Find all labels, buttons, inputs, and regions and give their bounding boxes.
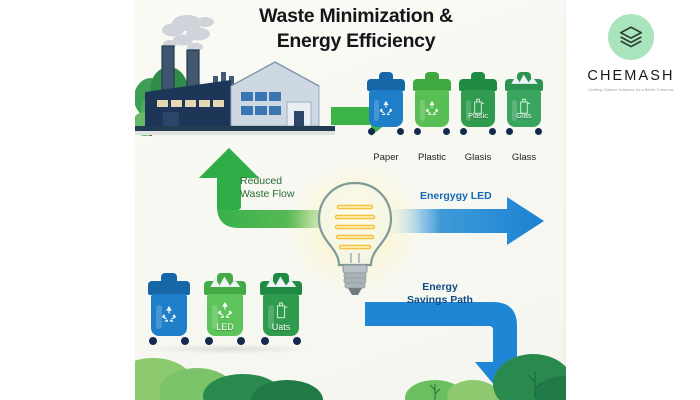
logo-tagline: Crafting Cleaner Solutions for a Better …	[588, 88, 674, 92]
bin-highlight	[373, 99, 380, 122]
lightbulb-icon	[317, 181, 393, 295]
recycle-icon	[161, 306, 177, 322]
bin-body: Uats	[262, 294, 300, 337]
bin-wheel	[180, 337, 190, 346]
bin-caption-paper: Paper	[373, 152, 399, 163]
bins-shadow	[143, 344, 313, 354]
bin-wheel	[505, 127, 514, 136]
bin-badge: Uats	[271, 321, 291, 332]
bin-highlight	[267, 304, 274, 330]
bin-lid	[505, 79, 543, 91]
bin-body: LED	[206, 294, 244, 337]
page-title-line2: Energy Efficiency	[276, 30, 436, 52]
bin-wheel	[292, 337, 302, 346]
energy-led-label: Energygy LED	[420, 190, 492, 202]
energy-led-arrow	[385, 197, 544, 245]
reduced-waste-arrow	[199, 148, 377, 228]
bottle-icon	[474, 98, 484, 114]
overflow-waste-icon	[209, 276, 241, 288]
recycle-icon	[425, 100, 439, 115]
bin-badge: Glas	[516, 110, 532, 120]
bin-wheel	[442, 127, 451, 136]
bin-body: Glas	[507, 90, 541, 128]
bin-wheel	[459, 127, 468, 136]
logo-circle	[608, 14, 654, 60]
bin-wheel	[204, 337, 214, 346]
bin-wheel	[488, 127, 497, 136]
recycle-icon	[379, 100, 393, 115]
bin-wheel	[367, 127, 376, 136]
bin-lid	[367, 79, 405, 91]
bin-badge: LED	[216, 321, 234, 332]
bin-bottom-blue[interactable]	[148, 272, 190, 346]
bin-glass[interactable]: Glas	[505, 71, 543, 136]
layers-icon	[619, 26, 643, 48]
bin-handle	[379, 71, 393, 80]
bin-lid	[459, 79, 497, 91]
bin-caption-glasis: Glasis	[464, 152, 492, 163]
overflow-waste-icon	[510, 74, 538, 84]
bin-paper[interactable]	[367, 71, 405, 136]
bin-plastic[interactable]	[413, 71, 451, 136]
bin-lid	[148, 281, 190, 295]
bin-bottom-led[interactable]: LED	[204, 272, 246, 346]
energy-savings-arrow	[365, 302, 535, 398]
page-title: Waste Minimization & Energy Efficiency	[231, 4, 481, 54]
logo-brand-name: CHEMASH	[587, 68, 675, 84]
bin-wheel	[413, 127, 422, 136]
brand-logo[interactable]: CHEMASH Crafting Cleaner Solutions for a…	[576, 14, 686, 92]
bin-wheel	[148, 337, 158, 346]
bin-caption-plastic: Plastic	[418, 152, 446, 163]
foliage-bottom	[135, 354, 566, 400]
bin-handle	[217, 272, 233, 282]
bin-handle	[273, 272, 289, 282]
smoke-icon	[162, 15, 214, 52]
bin-wheel	[260, 337, 270, 346]
bottle-icon	[520, 98, 530, 114]
bin-body	[369, 90, 403, 128]
recycle-icon	[217, 301, 233, 318]
bin-wheel	[396, 127, 405, 136]
bin-wheel	[236, 337, 246, 346]
energy-savings-label: Energy Savings Path	[390, 281, 490, 307]
bin-badge: Plasic	[467, 110, 488, 120]
bin-glasis[interactable]: Plasic	[459, 71, 497, 136]
reduced-waste-label-line1: Reduced	[240, 175, 283, 187]
bin-highlight	[511, 99, 518, 122]
bin-body	[415, 90, 449, 128]
bin-body	[150, 294, 188, 337]
bin-highlight	[211, 304, 218, 330]
energy-savings-label-line1: Energy	[422, 281, 458, 293]
bin-handle	[161, 272, 177, 282]
page-title-line1: Waste Minimization &	[259, 5, 453, 27]
bin-highlight	[155, 304, 162, 330]
illustration-canvas: Paper Plastic	[135, 0, 566, 400]
bin-highlight	[419, 99, 426, 122]
bin-handle	[517, 71, 531, 80]
bin-wheel	[534, 127, 543, 136]
bin-caption-glass: Glass	[511, 152, 537, 163]
bin-body: Plasic	[461, 90, 495, 128]
reduced-waste-label: Reduced Waste Flow	[240, 175, 294, 201]
bottle-icon	[276, 302, 288, 319]
energy-savings-label-line2: Savings Path	[407, 294, 473, 306]
factory-illustration	[135, 15, 335, 135]
bin-highlight	[465, 99, 472, 122]
reduced-waste-label-line2: Waste Flow	[240, 188, 295, 200]
bin-handle	[425, 71, 439, 80]
bin-handle	[471, 71, 485, 80]
bin-lid	[413, 79, 451, 91]
